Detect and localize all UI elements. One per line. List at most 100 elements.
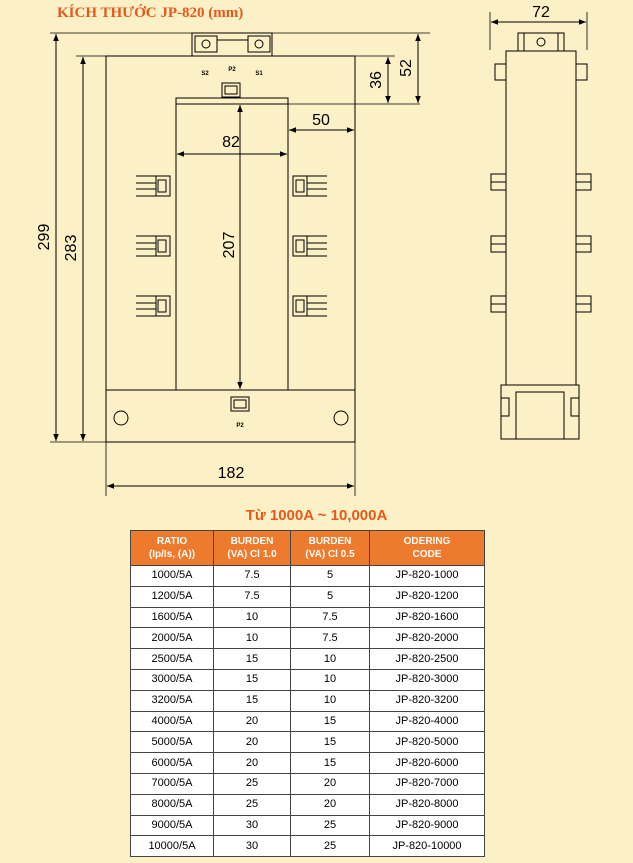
terminal-label-s1: S1: [255, 71, 263, 77]
table-cell: 15: [213, 648, 291, 670]
front-right-brackets: [292, 175, 327, 317]
extension-lines: [50, 12, 588, 496]
table-cell: 25: [290, 835, 370, 858]
table-cell: 7.5: [290, 627, 370, 650]
spec-table: RATIO(Ip/Is, (A)) BURDEN(VA) Cl 1.0 BURD…: [130, 530, 485, 858]
table-cell: 2500/5A: [130, 648, 214, 670]
table-cell: 7.5: [213, 585, 291, 608]
table-cell: JP-820-1000: [369, 565, 485, 587]
header-burden-cl1: BURDEN(VA) Cl 1.0: [213, 530, 291, 566]
table-cell: 25: [213, 772, 291, 795]
table-cell: 20: [290, 793, 370, 816]
table-cell: 8000/5A: [130, 793, 214, 816]
dim-283: 283: [63, 235, 80, 262]
table-cell: JP-820-9000: [369, 814, 485, 837]
table-cell: 6000/5A: [130, 752, 214, 774]
dim-50: 50: [312, 112, 330, 129]
range-title: Từ 1000A ~ 10,000A: [245, 507, 388, 524]
table-cell: 15: [290, 731, 370, 754]
table-cell: 2000/5A: [130, 627, 214, 650]
header-ratio: RATIO(Ip/Is, (A)): [130, 530, 214, 566]
table-cell: 25: [290, 814, 370, 837]
table-cell: 9000/5A: [130, 814, 214, 837]
table-cell: 10: [290, 648, 370, 670]
dim-72: 72: [532, 4, 550, 21]
dimension-drawing: 299 283 207 82 50 36 52 182 72 S2 P2 S1 …: [36, 4, 592, 496]
table-cell: 30: [213, 835, 291, 858]
front-bottom-p2-terminal: [230, 396, 250, 412]
table-cell: 3000/5A: [130, 668, 214, 691]
front-top-terminal-block: [191, 32, 273, 57]
table-cell: JP-820-6000: [369, 752, 485, 774]
table-cell: 10: [290, 689, 370, 712]
dim-52: 52: [398, 59, 415, 77]
table-cell: JP-820-4000: [369, 710, 485, 733]
table-cell: 10: [290, 668, 370, 691]
table-cell: 1200/5A: [130, 585, 214, 608]
table-cell: 7.5: [213, 565, 291, 587]
table-cell: JP-820-2000: [369, 627, 485, 650]
table-cell: 4000/5A: [130, 710, 214, 733]
table-cell: 15: [290, 710, 370, 733]
table-cell: 1600/5A: [130, 606, 214, 629]
table-cell: 20: [213, 731, 291, 754]
table-cell: JP-820-2500: [369, 648, 485, 670]
dim-82: 82: [222, 134, 240, 151]
page-title: KÍCH THƯỚC JP-820 (mm): [57, 5, 244, 21]
table-cell: 10: [213, 627, 291, 650]
terminal-label-p2-top: P2: [228, 67, 236, 73]
mount-hole-left: [113, 410, 129, 426]
dim-299: 299: [36, 224, 53, 251]
table-header-row: RATIO(Ip/Is, (A)) BURDEN(VA) Cl 1.0 BURD…: [130, 530, 485, 566]
table-cell: 15: [213, 668, 291, 691]
dim-182: 182: [218, 465, 245, 482]
table-cell: 20: [213, 752, 291, 774]
terminal-label-p2-bottom: P2: [236, 423, 244, 429]
table-cell: 7000/5A: [130, 772, 214, 795]
terminal-label-s2: S2: [201, 71, 209, 77]
table-cell: 3200/5A: [130, 689, 214, 712]
table-cell: 25: [213, 793, 291, 816]
mount-hole-right: [333, 410, 349, 426]
table-cell: 30: [213, 814, 291, 837]
table-cell: 7.5: [290, 606, 370, 629]
table-cell: JP-820-1200: [369, 585, 485, 608]
table-cell: JP-820-1600: [369, 606, 485, 629]
dim-207: 207: [221, 232, 238, 259]
table-cell: 1000/5A: [130, 565, 214, 587]
table-cell: 5: [290, 585, 370, 608]
table-cell: 15: [290, 752, 370, 774]
table-cell: 10: [213, 606, 291, 629]
table-cell: JP-820-5000: [369, 731, 485, 754]
dimension-lines: [53, 19, 586, 489]
dim-36: 36: [368, 71, 385, 89]
table-cell: 20: [213, 710, 291, 733]
table-cell: 15: [213, 689, 291, 712]
table-cell: JP-820-3000: [369, 668, 485, 691]
table-cell: JP-820-10000: [369, 835, 485, 858]
table-cell: JP-820-3200: [369, 689, 485, 712]
side-view: [490, 32, 592, 440]
header-burden-cl05: BURDEN(VA) Cl 0.5: [290, 530, 370, 566]
front-top-p2-terminal: [221, 82, 241, 98]
front-inner-top-band: [175, 97, 289, 105]
table-cell: 10000/5A: [130, 835, 214, 858]
table-cell: JP-820-7000: [369, 772, 485, 795]
table-cell: 5: [290, 565, 370, 587]
table-cell: 20: [290, 772, 370, 795]
